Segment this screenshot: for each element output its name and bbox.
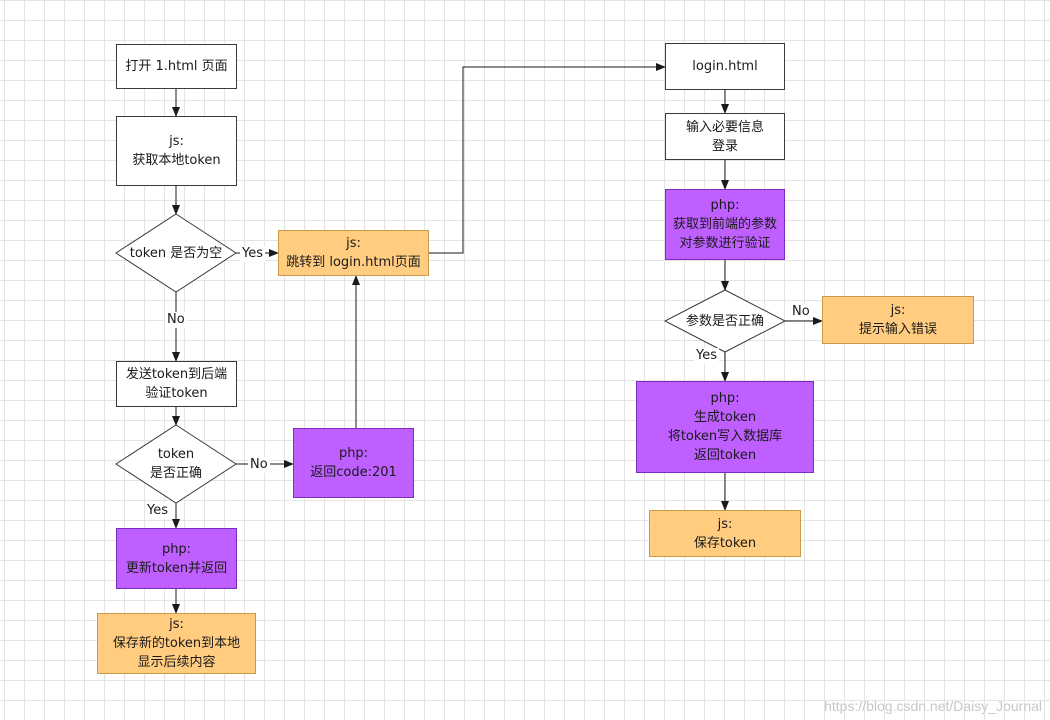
node-text-line: php: bbox=[710, 391, 740, 406]
node-get-params: php: 获取到前端的参数对参数进行验证 bbox=[665, 189, 785, 260]
node-text-line: php: bbox=[710, 198, 740, 213]
node-text-line: 提示输入错误 bbox=[858, 322, 937, 337]
node-save-token: js: 保存token bbox=[649, 510, 801, 557]
node-text-line: 验证token bbox=[145, 386, 208, 401]
node-text-line: 对参数进行验证 bbox=[679, 236, 771, 251]
node-text-line: 打开 1.html 页面 bbox=[125, 59, 228, 74]
node-save-new-token: js: 保存新的token到本地显示后续内容 bbox=[97, 613, 256, 674]
node-text-line: 生成token bbox=[693, 410, 757, 425]
node-text-line: 是否正确 bbox=[149, 466, 202, 481]
node-input-info: 输入必要信息登录 bbox=[665, 113, 785, 160]
node-return-201: php: 返回code:201 bbox=[293, 428, 414, 498]
label-yes-params: Yes bbox=[694, 348, 719, 364]
node-text-line: 保存token bbox=[693, 535, 757, 551]
node-text-line: 将token写入数据库 bbox=[667, 429, 783, 444]
decision-token-correct: token 是否正确 bbox=[116, 425, 236, 503]
node-text-line: js: bbox=[717, 516, 733, 532]
label-no-params: No bbox=[790, 304, 812, 320]
node-text-line: 获取本地token bbox=[132, 153, 221, 168]
node-text-line: 返回code:201 bbox=[310, 465, 397, 480]
node-text-line: login.html bbox=[692, 59, 758, 74]
node-text-line: 更新token并返回 bbox=[125, 560, 228, 576]
node-text-line: 参数是否正确 bbox=[685, 313, 764, 329]
label-no-correct: No bbox=[248, 457, 270, 473]
node-text-line: token 是否为空 bbox=[129, 245, 223, 261]
node-input-error: js: 提示输入错误 bbox=[822, 296, 974, 344]
node-text-line: js: bbox=[890, 303, 906, 318]
node-get-local-token: js: 获取本地token bbox=[116, 116, 237, 186]
node-text-line: js: bbox=[169, 134, 184, 149]
label-yes-correct: Yes bbox=[145, 503, 170, 519]
node-text-line: 保存新的token到本地 bbox=[112, 636, 241, 651]
label-yes-empty: Yes bbox=[240, 246, 265, 262]
node-text-line: token bbox=[157, 447, 195, 462]
node-text-line: php: bbox=[338, 446, 369, 461]
decision-params-correct: 参数是否正确 bbox=[665, 290, 785, 352]
node-text-line: 返回token bbox=[693, 448, 757, 463]
decision-token-empty: token 是否为空 bbox=[116, 214, 236, 292]
watermark: https://blog.csdn.net/Daisy_Journal bbox=[824, 698, 1042, 714]
node-send-token: 发送token到后端验证token bbox=[116, 361, 237, 407]
node-redirect-login: js: 跳转到 login.html页面 bbox=[278, 230, 429, 276]
node-login-html: login.html bbox=[665, 43, 785, 90]
node-text-line: 获取到前端的参数 bbox=[672, 217, 777, 232]
edge-redirect-to-login bbox=[429, 63, 666, 254]
node-text-line: js: bbox=[169, 617, 184, 632]
node-text-line: php: bbox=[161, 541, 192, 557]
node-text-line: 跳转到 login.html页面 bbox=[286, 255, 421, 270]
node-text-line: 输入必要信息 bbox=[685, 119, 764, 135]
node-text-line: js: bbox=[346, 236, 361, 251]
node-update-token: php: 更新token并返回 bbox=[116, 528, 237, 589]
node-gen-token: php: 生成token 将token写入数据库返回token bbox=[636, 381, 814, 473]
node-text-line: 显示后续内容 bbox=[137, 655, 216, 670]
node-text-line: 发送token到后端 bbox=[125, 367, 228, 382]
node-text-line: 登录 bbox=[711, 138, 738, 154]
label-no-empty: No bbox=[165, 312, 187, 328]
node-open-page: 打开 1.html 页面 bbox=[116, 44, 237, 89]
